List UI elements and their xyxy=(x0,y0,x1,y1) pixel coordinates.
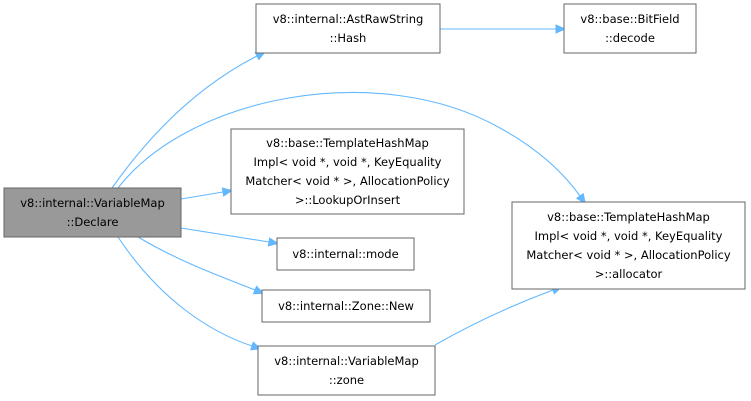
node-mode[interactable]: v8::internal::mode xyxy=(276,237,415,271)
arrowhead-icon xyxy=(555,24,567,34)
node-label-line: ::Declare xyxy=(67,215,119,229)
nodes-layer: v8::internal::VariableMap::Declarev8::in… xyxy=(3,3,746,396)
node-label-line: Matcher< void * >, AllocationPolicy xyxy=(526,248,730,262)
node-label-line: v8::base::TemplateHashMap xyxy=(266,136,429,150)
node-label-line: ::Hash xyxy=(330,31,367,45)
edge-zone-to-allocator xyxy=(434,285,563,346)
node-label-line: Matcher< void * >, AllocationPolicy xyxy=(245,174,449,188)
node-box xyxy=(3,187,182,238)
node-box xyxy=(257,345,436,396)
edge-line xyxy=(111,55,258,189)
node-label-line: v8::internal::Zone::New xyxy=(278,299,414,313)
edge-line xyxy=(434,289,554,346)
node-label-line: Impl< void *, void *, KeyEquality xyxy=(535,229,723,243)
edge-declare-to-mode xyxy=(180,227,280,247)
arrowhead-icon xyxy=(267,237,280,247)
node-label-line: v8::internal::AstRawString xyxy=(273,12,424,26)
edge-line xyxy=(137,236,256,291)
edge-line xyxy=(117,236,253,347)
edge-line xyxy=(117,91,581,197)
node-decode[interactable]: v8::base::BitField::decode xyxy=(563,3,697,54)
edge-declare-to-zone xyxy=(117,236,262,351)
edge-line xyxy=(180,227,270,243)
node-label-line: >::LookupOrInsert xyxy=(295,193,401,207)
edge-declare-to-lookup xyxy=(180,187,234,200)
node-box xyxy=(255,3,441,54)
node-declare[interactable]: v8::internal::VariableMap::Declare xyxy=(3,187,182,238)
node-label-line: ::zone xyxy=(329,373,364,387)
node-label-line: ::decode xyxy=(605,31,655,45)
arrowhead-icon xyxy=(252,285,265,295)
node-label-line: v8::internal::VariableMap xyxy=(274,354,419,368)
edge-line xyxy=(180,191,224,200)
arrowhead-icon xyxy=(575,192,586,205)
node-label-line: >::allocator xyxy=(595,267,663,281)
node-zone-new[interactable]: v8::internal::Zone::New xyxy=(261,289,431,323)
arrowhead-icon xyxy=(221,187,234,197)
node-box xyxy=(230,128,465,215)
node-box xyxy=(276,237,415,271)
node-label-line: Impl< void *, void *, KeyEquality xyxy=(254,155,442,169)
edge-declare-to-allocator xyxy=(117,91,586,205)
node-label-line: v8::internal::VariableMap xyxy=(20,196,165,210)
node-box xyxy=(511,201,746,290)
node-box xyxy=(563,3,697,54)
node-zone[interactable]: v8::internal::VariableMap::zone xyxy=(257,345,436,396)
edge-declare-to-zone_new xyxy=(137,236,265,295)
edge-hash-to-decode xyxy=(440,24,567,34)
node-box xyxy=(261,289,431,323)
node-hash[interactable]: v8::internal::AstRawString::Hash xyxy=(255,3,441,54)
node-label-line: v8::base::BitField xyxy=(580,12,679,26)
node-label-line: v8::base::TemplateHashMap xyxy=(547,210,710,224)
node-label-line: v8::internal::mode xyxy=(292,247,398,261)
edges-layer xyxy=(111,24,586,351)
